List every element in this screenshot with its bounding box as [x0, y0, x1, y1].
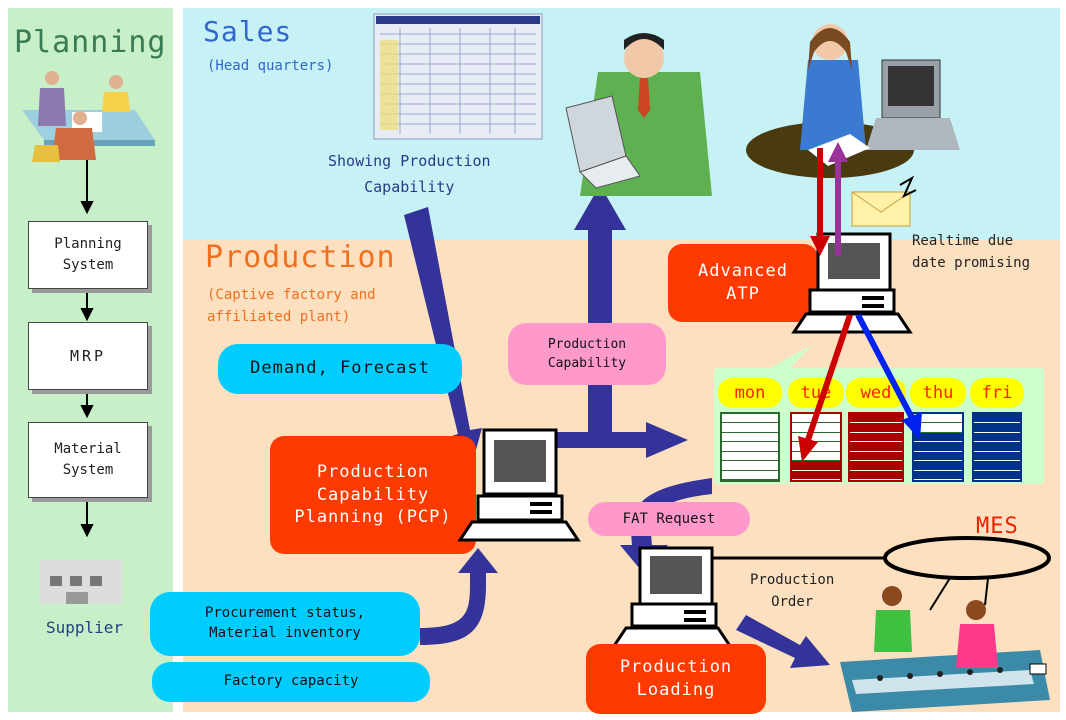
procurement-box: Procurement status, Material inventory — [150, 592, 420, 656]
capacity-slot — [792, 442, 840, 452]
capacity-slot — [850, 442, 902, 452]
capacity-slot — [722, 414, 778, 424]
capacity-slot — [850, 423, 902, 433]
day-label-fri: fri — [970, 378, 1024, 408]
day-label-wed: wed — [846, 378, 906, 408]
capacity-slot — [914, 461, 962, 471]
sales-title: Sales — [203, 15, 293, 48]
capacity-column-thu — [912, 412, 964, 482]
capacity-slot — [792, 461, 840, 471]
capacity-slot — [850, 470, 902, 480]
planning-title: Planning — [14, 25, 167, 60]
capacity-slot — [974, 451, 1020, 462]
capacity-slot — [722, 461, 778, 471]
factory-capacity-box: Factory capacity — [152, 662, 430, 702]
capacity-column-mon — [720, 412, 780, 482]
capacity-slot — [722, 442, 778, 452]
capacity-slot — [974, 414, 1020, 424]
production-loading-box: Production Loading — [586, 644, 766, 714]
mrp-box: MRP — [28, 322, 148, 390]
production-subtitle: (Captive factory and affiliated plant) — [207, 287, 376, 325]
capacity-slot — [914, 451, 962, 462]
sales-subtitle: (Head quarters) — [207, 58, 334, 74]
mes-label: MES — [976, 514, 1019, 539]
capacity-slot — [792, 470, 840, 480]
capacity-slot — [974, 432, 1020, 443]
capacity-slot — [792, 414, 840, 424]
day-label-thu: thu — [910, 378, 966, 408]
capacity-slot — [792, 432, 840, 443]
capacity-slot — [850, 451, 902, 462]
advanced-atp-box: Advanced ATP — [668, 244, 818, 322]
day-label-tue: tue — [788, 378, 844, 408]
demand-forecast-box: Demand, Forecast — [218, 344, 462, 394]
production-capability-box: Production Capability — [508, 323, 666, 385]
capacity-slot — [722, 451, 778, 462]
capacity-column-tue — [790, 412, 842, 482]
capacity-slot — [792, 451, 840, 462]
capacity-slot — [722, 432, 778, 443]
production-order-label: Production Order — [750, 572, 835, 610]
day-label-mon: mon — [718, 378, 782, 408]
material-system-box: Material System — [28, 422, 148, 498]
capacity-slot — [914, 432, 962, 443]
capacity-slot — [974, 442, 1020, 452]
capacity-slot — [722, 423, 778, 433]
capacity-slot — [914, 423, 962, 433]
capacity-slot — [850, 414, 902, 424]
capacity-slot — [914, 442, 962, 452]
capacity-slot — [974, 423, 1020, 433]
planning-system-box: Planning System — [28, 221, 148, 289]
capacity-slot — [914, 470, 962, 480]
production-title: Production — [205, 240, 396, 275]
planning-connectors — [80, 155, 94, 538]
realtime-label: Realtime due date promising — [912, 233, 1031, 272]
capacity-slot — [850, 461, 902, 471]
capacity-slot — [792, 423, 840, 433]
showing-capability-label: Showing Production Capability — [328, 152, 491, 197]
capacity-column-fri — [972, 412, 1022, 482]
capacity-slot — [974, 470, 1020, 480]
capacity-slot — [974, 461, 1020, 471]
fat-request-box: FAT Request — [588, 502, 750, 536]
pcp-box: Production Capability Planning (PCP) — [270, 436, 476, 554]
capacity-slot — [722, 470, 778, 480]
capacity-slot — [850, 432, 902, 443]
capacity-slot — [914, 414, 962, 424]
supplier-label: Supplier — [46, 618, 124, 637]
capacity-column-wed — [848, 412, 904, 482]
